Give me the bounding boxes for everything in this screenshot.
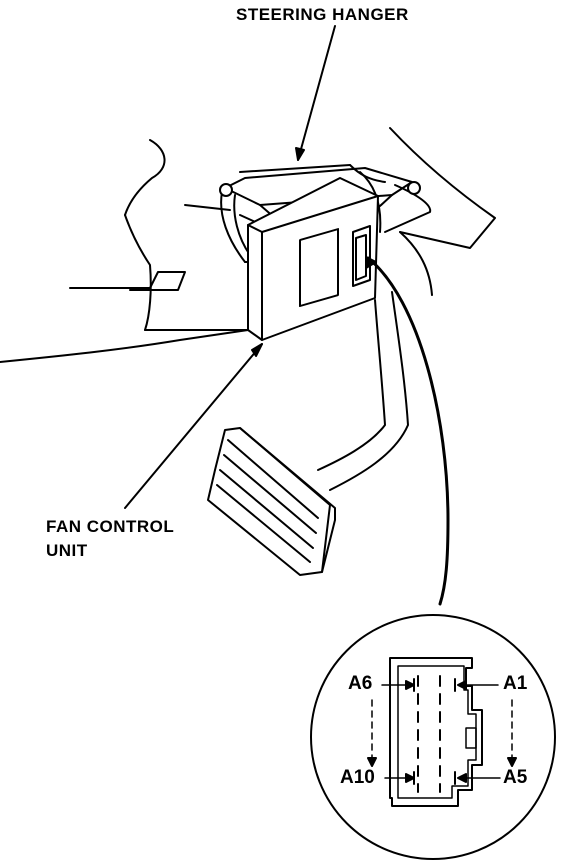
pin-label-a6: A6 [348,673,373,694]
pin-label-a5: A5 [503,767,528,788]
fan-control-label-line2: UNIT [46,541,88,560]
connector-magnify-leader [365,256,450,606]
pin-label-a10: A10 [340,767,375,788]
dashboard-outline [0,127,496,363]
steering-hanger-label: STEERING HANGER [236,5,409,24]
fan-control-leader [124,343,263,509]
connector-detail-circle [310,614,556,860]
pin-label-a1: A1 [503,673,528,694]
pedal-arm [317,291,409,491]
fan-control-unit-box [247,177,379,341]
fan-control-label-line1: FAN CONTROL [46,517,175,536]
steering-hanger-leader [295,25,336,161]
pedal-pad [207,427,336,576]
